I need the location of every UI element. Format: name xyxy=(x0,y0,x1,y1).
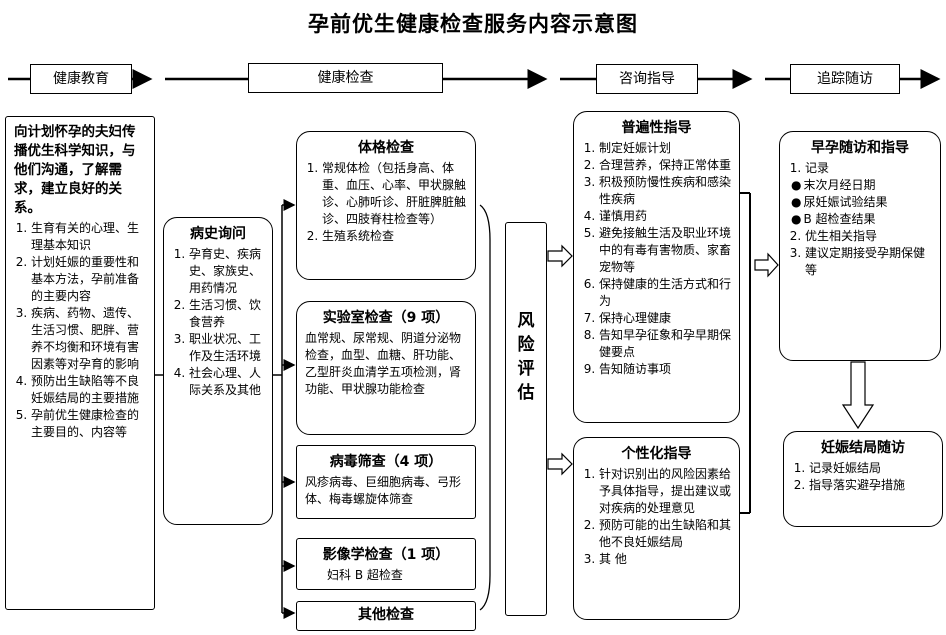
risk-assessment-box: 风险评估 xyxy=(505,222,547,616)
list-item: 孕前优生健康检查的主要目的、内容等 xyxy=(31,407,146,441)
list-item: 尿妊娠试验结果 xyxy=(791,194,932,211)
list-item: 保持健康的生活方式和行为 xyxy=(599,276,731,310)
history-box: 病史询问 孕育史、疾病史、家族史、用药情况 生活习惯、饮食营养 职业状况、工作及… xyxy=(163,217,273,525)
education-list: 生育有关的心理、生理基本知识 计划妊娠的重要性和基本方法，孕前准备的主要内容 疾… xyxy=(14,220,146,441)
header-education: 健康教育 xyxy=(30,64,132,94)
list-item: 预防出生缺陷等不良妊娠结局的主要措施 xyxy=(31,373,146,407)
imaging-title: 影像学检查（1 项） xyxy=(322,547,450,563)
physical-exam-box: 体格检查 常规体检（包括身高、体重、血压、心率、甲状腺触诊、心肺听诊、肝脏脾脏触… xyxy=(296,131,476,280)
list-item: 建议定期接受孕期保健等 xyxy=(805,245,932,279)
physical-exam-list: 常规体检（包括身高、体重、血压、心率、甲状腺触诊、心肺听诊、肝脏脾脏触诊、四肢脊… xyxy=(305,160,467,245)
general-guidance-box: 普遍性指导 制定妊娠计划 合理营养，保持正常体重 积极预防慢性疾病和感染性疾病 … xyxy=(573,111,740,423)
arrow-risk-individual xyxy=(547,452,573,476)
list-item: 指导落实避孕措施 xyxy=(809,477,934,494)
lab-test-box: 实验室检查（9 项） 血常规、尿常规、阴道分泌物检查，血型、血糖、肝功能、乙型肝… xyxy=(296,301,476,435)
early-followup-list: 记录 末次月经日期 尿妊娠试验结果 B 超检查结果 优生相关指导 建议定期接受孕… xyxy=(788,160,932,279)
early-followup-box: 早孕随访和指导 记录 末次月经日期 尿妊娠试验结果 B 超检查结果 优生相关指导… xyxy=(779,131,941,361)
risk-assessment-label: 风险评估 xyxy=(517,311,535,403)
individual-guidance-box: 个性化指导 针对识别出的风险因素给予具体指导，提出建议或对疾病的处理意见 预防可… xyxy=(573,437,740,620)
list-item: 生殖系统检查 xyxy=(322,228,467,245)
list-item: 其 他 xyxy=(599,551,731,568)
list-item: 疾病、药物、遗传、生活习惯、肥胖、营养不均衡和环境有害因素等对孕育的影响 xyxy=(31,305,146,373)
list-item: 职业状况、工作及生活环境 xyxy=(189,331,264,365)
imaging-box: 影像学检查（1 项） 妇科 B 超检查 xyxy=(296,538,476,590)
header-examination: 健康检查 xyxy=(248,63,443,93)
list-item: 生育有关的心理、生理基本知识 xyxy=(31,220,146,254)
list-item: B 超检查结果 xyxy=(791,211,932,228)
imaging-text: 妇科 B 超检查 xyxy=(327,568,403,582)
early-followup-title: 早孕随访和指导 xyxy=(811,140,909,156)
lab-test-text: 血常规、尿常规、阴道分泌物检查，血型、血糖、肝功能、乙型肝炎血清学五项检测，肾功… xyxy=(305,331,462,396)
list-item: 合理营养，保持正常体重 xyxy=(599,157,731,174)
list-item: 记录妊娠结局 xyxy=(809,460,934,477)
outcome-followup-title: 妊娠结局随访 xyxy=(821,440,905,456)
outcome-followup-box: 妊娠结局随访 记录妊娠结局 指导落实避孕措施 xyxy=(783,431,943,527)
education-box: 向计划怀孕的夫妇传播优生科学知识，与他们沟通，了解需求，建立良好的关系。 生育有… xyxy=(5,116,155,610)
list-item: 告知早孕征象和孕早期保健要点 xyxy=(599,327,731,361)
virus-screening-box: 病毒筛查（4 项） 风疹病毒、巨细胞病毒、弓形体、梅毒螺旋体筛查 xyxy=(296,445,476,519)
history-title: 病史询问 xyxy=(190,226,246,242)
outcome-followup-list: 记录妊娠结局 指导落实避孕措施 xyxy=(792,460,934,494)
list-item: 针对识别出的风险因素给予具体指导，提出建议或对疾病的处理意见 xyxy=(599,466,731,517)
record-list: 末次月经日期 尿妊娠试验结果 B 超检查结果 xyxy=(791,177,932,228)
virus-screening-text: 风疹病毒、巨细胞病毒、弓形体、梅毒螺旋体筛查 xyxy=(305,475,462,506)
header-counseling: 咨询指导 xyxy=(596,64,698,94)
individual-guidance-title: 个性化指导 xyxy=(621,446,692,462)
list-item: 保持心理健康 xyxy=(599,310,731,327)
list-item: 谨慎用药 xyxy=(599,208,731,225)
header-followup: 追踪随访 xyxy=(790,64,900,94)
list-item: 孕育史、疾病史、家族史、用药情况 xyxy=(189,246,264,297)
general-guidance-title: 普遍性指导 xyxy=(621,120,692,136)
list-item: 避免接触生活及职业环境中的有毒有害物质、家畜宠物等 xyxy=(599,225,731,276)
list-item: 优生相关指导 xyxy=(805,228,932,245)
list-item: 告知随访事项 xyxy=(599,361,731,378)
other-exam-title: 其他检查 xyxy=(358,607,414,623)
list-item: 社会心理、人际关系及其他 xyxy=(189,365,264,399)
list-item: 常规体检（包括身高、体重、血压、心率、甲状腺触诊、心肺听诊、肝脏脾脏触诊、四肢脊… xyxy=(322,160,467,228)
individual-guidance-list: 针对识别出的风险因素给予具体指导，提出建议或对疾病的处理意见 预防可能的出生缺陷… xyxy=(582,466,731,568)
list-item: 计划妊娠的重要性和基本方法，孕前准备的主要内容 xyxy=(31,254,146,305)
page-title: 孕前优生健康检查服务内容示意图 xyxy=(308,12,638,36)
physical-exam-title: 体格检查 xyxy=(358,140,414,156)
record-label: 记录 xyxy=(805,161,830,175)
history-list: 孕育史、疾病史、家族史、用药情况 生活习惯、饮食营养 职业状况、工作及生活环境 … xyxy=(172,246,264,399)
arrow-counsel-followup xyxy=(754,252,779,278)
other-exam-box: 其他检查 xyxy=(296,601,476,631)
general-guidance-list: 制定妊娠计划 合理营养，保持正常体重 积极预防慢性疾病和感染性疾病 谨慎用药 避… xyxy=(582,140,731,378)
list-item: 制定妊娠计划 xyxy=(599,140,731,157)
list-item: 积极预防慢性疾病和感染性疾病 xyxy=(599,174,731,208)
education-intro: 向计划怀孕的夫妇传播优生科学知识，与他们沟通，了解需求，建立良好的关系。 xyxy=(14,124,136,216)
arrow-early-outcome xyxy=(841,361,875,430)
list-item: 生活习惯、饮食营养 xyxy=(189,297,264,331)
virus-screening-title: 病毒筛查（4 项） xyxy=(329,454,443,470)
list-item: 末次月经日期 xyxy=(791,177,932,194)
lab-test-title: 实验室检查（9 项） xyxy=(322,310,450,326)
arrow-risk-general xyxy=(547,244,573,268)
list-item: 记录 末次月经日期 尿妊娠试验结果 B 超检查结果 xyxy=(803,160,932,228)
list-item: 预防可能的出生缺陷和其他不良妊娠结局 xyxy=(599,517,731,551)
